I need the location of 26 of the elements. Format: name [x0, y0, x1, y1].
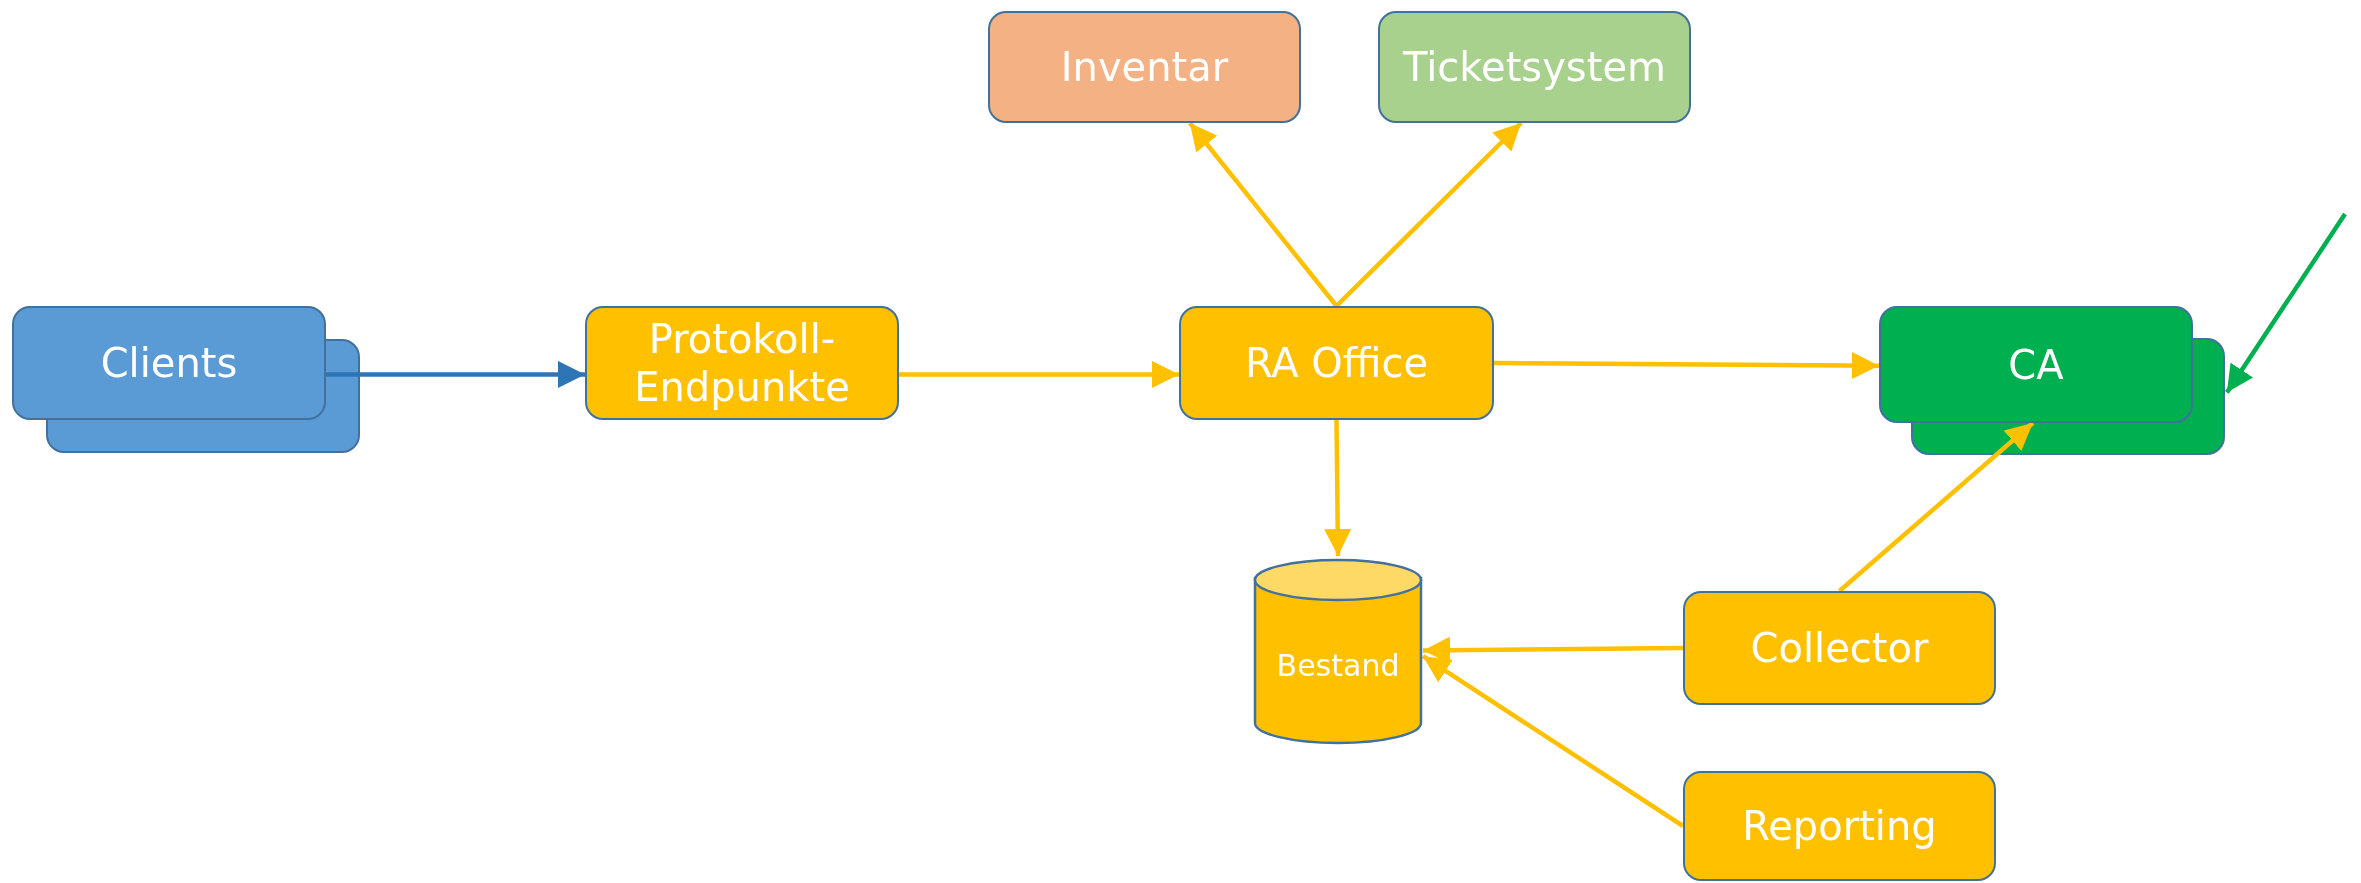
- arrow: [1334, 121, 1523, 308]
- node-label: Bestand: [1276, 647, 1400, 684]
- process-box: [1378, 11, 1691, 123]
- arrow: [326, 360, 585, 388]
- arrow: [2225, 212, 2347, 394]
- node-label: Protokoll- Endpunkte: [633, 315, 851, 411]
- process-box: [1683, 771, 1996, 881]
- process-box: [12, 306, 326, 420]
- node-label: Reporting: [1742, 802, 1937, 850]
- node-label: Collector: [1750, 624, 1929, 672]
- process-box: [1179, 306, 1494, 420]
- arrow: [1494, 352, 1879, 379]
- process-box: [585, 306, 899, 420]
- arrow: [899, 360, 1179, 388]
- process-box: [1879, 306, 2193, 423]
- node-label: Clients: [100, 339, 238, 387]
- node-label: RA Office: [1245, 339, 1428, 387]
- process-box: [1683, 591, 1996, 705]
- arrow: [1838, 421, 2035, 593]
- arrow: [1188, 121, 1339, 308]
- process-box: [988, 11, 1301, 123]
- arrow: [1324, 419, 1352, 557]
- node-label: Inventar: [1060, 43, 1229, 91]
- arrow: [1421, 654, 1685, 828]
- node-label: CA: [2008, 340, 2064, 389]
- node-label: Ticketsystem: [1403, 43, 1666, 91]
